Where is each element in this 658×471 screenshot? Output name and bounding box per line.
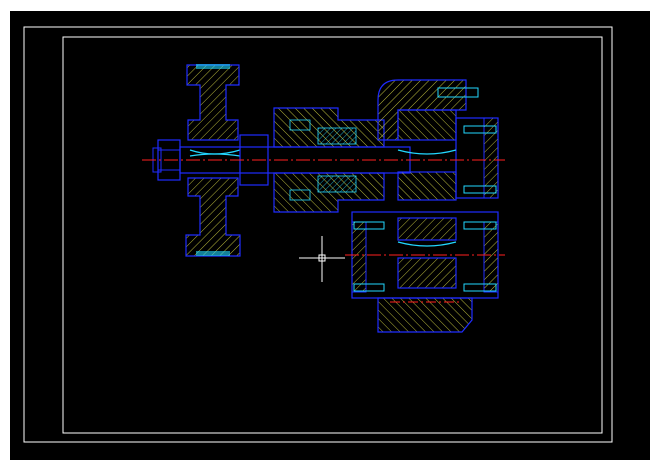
seal-bottom <box>289 189 311 201</box>
right-bolt-1 <box>463 125 497 134</box>
seal-top <box>289 119 311 131</box>
inner-frame <box>62 36 603 434</box>
bushing-insert-bottom <box>317 175 357 193</box>
right-bolt-3 <box>463 221 497 230</box>
model-space-background <box>10 11 650 460</box>
casing-upper-block <box>397 109 457 141</box>
casing-middle-block <box>397 171 457 201</box>
handwheel-section <box>185 64 241 257</box>
bushing-insert-top <box>317 127 357 145</box>
gearbox-casing <box>351 79 499 333</box>
casing-gear-teeth-bottom <box>397 241 457 247</box>
outer-frame <box>23 26 613 443</box>
bushing-housing <box>273 107 385 213</box>
right-flange-lower <box>483 221 499 293</box>
casing-gear-teeth-top <box>397 149 457 155</box>
left-bolt-1 <box>353 221 385 230</box>
lower-gear-block <box>397 217 457 241</box>
handwheel-rim-top <box>196 64 230 69</box>
handwheel-upper-hub <box>186 64 240 141</box>
bolts <box>353 87 497 292</box>
right-bolt-2 <box>463 185 497 194</box>
handwheel-lower-hub <box>185 177 241 257</box>
left-bolt-2 <box>353 283 385 292</box>
lower-gear-block-2 <box>397 257 457 289</box>
casing-bottom-base <box>377 297 473 333</box>
right-flange-upper <box>483 117 499 199</box>
crosshair-cursor-icon[interactable] <box>299 236 345 282</box>
handwheel-rim-bottom <box>196 251 230 256</box>
centerlines <box>142 159 505 303</box>
top-bolt <box>437 87 479 98</box>
handwheel-bearing-2 <box>189 153 241 157</box>
left-flange-lower <box>351 221 367 293</box>
right-bolt-4 <box>463 283 497 292</box>
